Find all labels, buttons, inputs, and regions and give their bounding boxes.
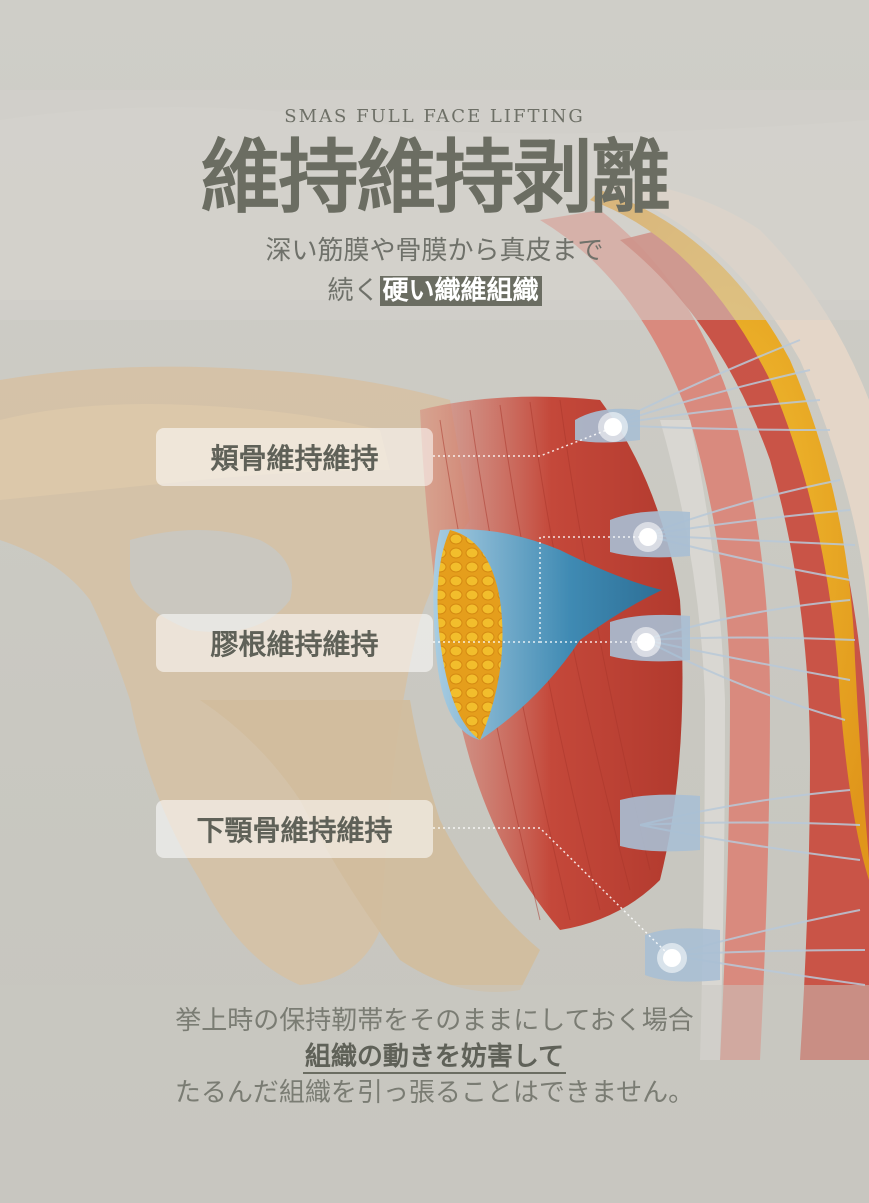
footer-line-3: たるんだ組織を引っ張ることはできません。 [174, 1078, 695, 1108]
description-line-1: 深い筋膜や骨膜から真皮まで [265, 236, 604, 266]
label-zygomatic-ligament: 頬骨維持維持 [156, 428, 433, 486]
smas-layer-shape [540, 210, 770, 1060]
marker-dot-icon-1 [598, 412, 628, 442]
footer-line-2: 組織の動きを妨害して [0, 1036, 869, 1074]
marker-dot-icon-4 [657, 943, 687, 973]
description-highlight: 硬い織維組織 [379, 276, 542, 306]
label-nasolabial-ligament: 膠根維持維持 [156, 614, 433, 672]
fascia-layer-shape [660, 420, 725, 1060]
connector-lines [433, 427, 673, 959]
label-mandibular-ligament: 下顎骨維持維持 [156, 800, 433, 858]
eye-socket-shape [130, 530, 292, 632]
page-title: 維持維持剥離 [200, 131, 671, 224]
footer-emphasis: 組織の動きを妨害して [302, 1042, 567, 1074]
fat-pad-cells-shape [437, 530, 503, 740]
marker-dot-icon-2 [633, 522, 663, 552]
subtitle-english: SMAS FULL FACE LIFTING [284, 106, 585, 127]
description-prefix: 続く [327, 276, 380, 306]
footer-line-1: 挙上時の保持靭帯をそのままにしておく場合 [175, 1006, 694, 1036]
bottom-wash-shape [0, 985, 869, 1203]
marker-dot-icon-3 [631, 627, 661, 657]
description-line-2: 続く硬い織維組織 [0, 270, 869, 307]
